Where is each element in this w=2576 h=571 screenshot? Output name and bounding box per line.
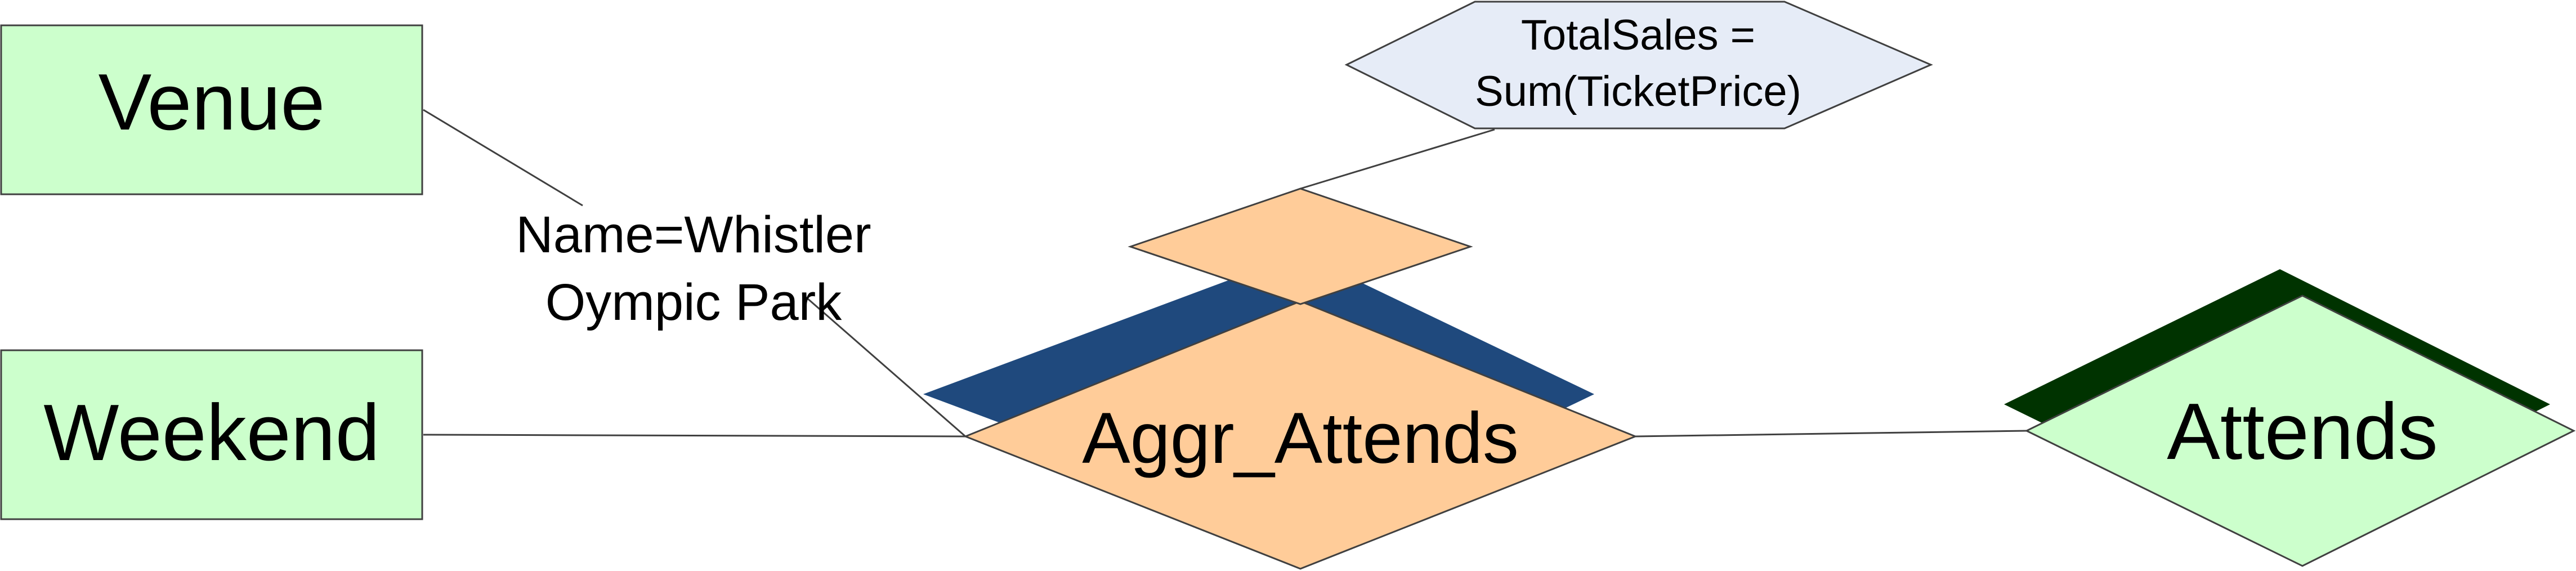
relationship-attends[interactable]: Attends (2004, 269, 2576, 567)
attends-diamond (2024, 295, 2576, 567)
aggregate-to-attends-line (1635, 430, 2027, 438)
entity-weekend[interactable]: Weekend (0, 349, 423, 520)
entity-weekend-box (0, 349, 423, 520)
selection-label: Name=Whistler Oympic Park (516, 206, 871, 331)
entity-venue[interactable]: Venue (0, 24, 423, 195)
venue-to-label-line (423, 109, 583, 207)
computed-attribute[interactable]: TotalSales = Sum(TicketPrice) (1344, 1, 1933, 130)
aggregate-label: Aggr_Attends (1082, 398, 1519, 479)
aggregate-diamond (963, 300, 1638, 570)
aggregate-relationship[interactable]: Aggr_Attends (923, 253, 1638, 570)
computed-attribute-line1: TotalSales = (1521, 11, 1755, 59)
aggregate-top-to-hexagon-line (1300, 128, 1495, 190)
computed-attribute-line2: Sum(TicketPrice) (1475, 68, 1801, 115)
entity-venue-label: Venue (99, 57, 325, 147)
entity-weekend-label: Weekend (43, 388, 379, 478)
selection-label-line1: Name=Whistler (516, 206, 871, 264)
weekend-to-aggregate-line (423, 434, 966, 438)
aggregation-small-diamond[interactable] (1128, 188, 1473, 305)
label-to-aggregate-line (806, 296, 966, 438)
connector-lines (423, 109, 2027, 438)
attends-label: Attends (2167, 387, 2438, 476)
entity-venue-box (0, 24, 423, 195)
selection-label-line2: Oympic Park (545, 274, 843, 331)
computed-attribute-hexagon (1344, 1, 1933, 130)
